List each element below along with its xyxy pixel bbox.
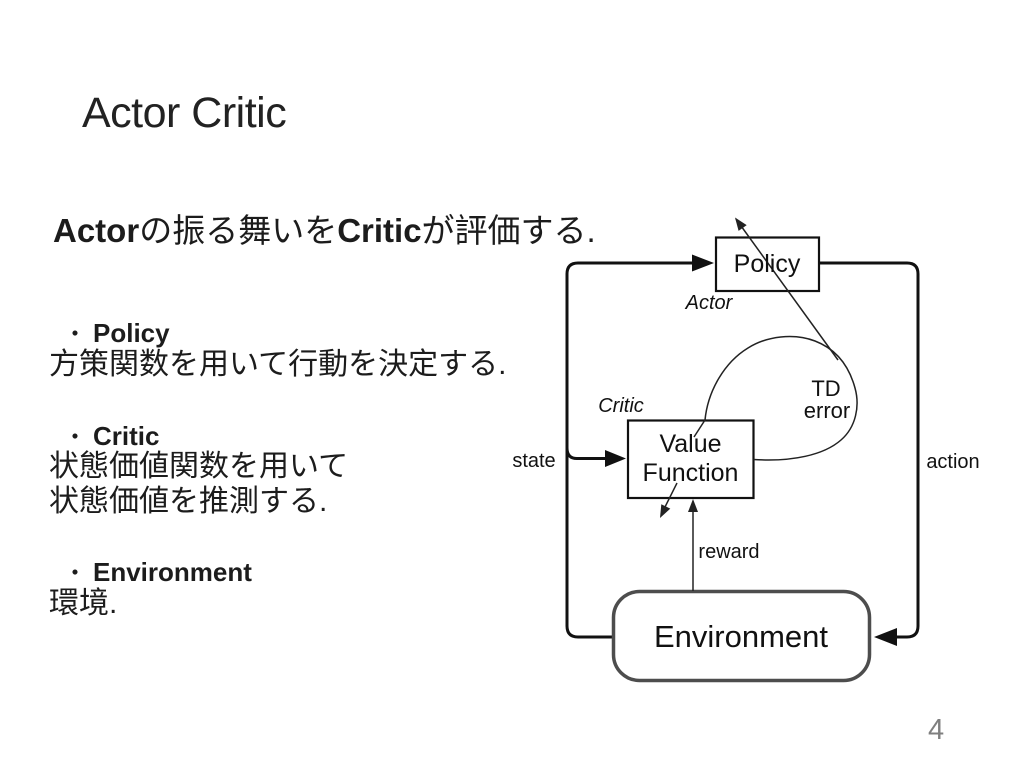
- td-error-label-line2: error: [804, 398, 850, 423]
- td-error-loop: [693, 335, 858, 461]
- arrowhead-td-policy: [735, 217, 747, 231]
- reward-label: reward: [698, 541, 759, 563]
- arrowhead-td-value: [660, 504, 671, 518]
- bullet-marker: ・: [63, 424, 87, 451]
- lead-critic: Critic: [337, 212, 422, 249]
- actor-critic-diagram: Policy Value Function Environment Actor …: [512, 217, 980, 683]
- critic-label: Critic: [598, 395, 644, 417]
- bullet-marker: ・: [63, 321, 87, 348]
- value-function-label-line1: Value: [659, 430, 721, 458]
- bullet-desc-environment: 環境.: [49, 587, 118, 620]
- td-error-label-line1: TD: [811, 376, 840, 401]
- bullet-item-critic: ・ Critic: [63, 422, 159, 451]
- bullet-item-policy: ・ Policy: [63, 319, 170, 348]
- lead-tail: が評価する.: [421, 212, 596, 249]
- arrowhead-into-value-function: [605, 450, 626, 467]
- td-error-to-policy-line: [735, 218, 839, 361]
- bullet-desc-policy: 方策関数を用いて行動を決定する.: [49, 348, 507, 381]
- bullet-item-environment: ・ Environment: [63, 558, 252, 587]
- arrowhead-reward: [688, 499, 698, 512]
- bullet-desc-critic-line2: 状態価値を推測する.: [49, 485, 328, 518]
- value-function-box: [626, 419, 755, 500]
- lead-actor: Actor: [53, 212, 140, 249]
- policy-box-label: Policy: [734, 250, 801, 278]
- environment-box-label: Environment: [654, 619, 828, 654]
- bullet-desc-critic-line1: 状態価値関数を用いて: [49, 450, 349, 483]
- action-label: action: [926, 451, 979, 473]
- policy-box: [714, 236, 821, 293]
- slide-title: Actor Critic: [82, 89, 287, 137]
- page-number: 4: [928, 714, 945, 746]
- arrowhead-into-environment: [874, 628, 897, 646]
- state-label: state: [512, 450, 555, 472]
- lead-text: Actorの振る舞いをCriticが評価する.: [53, 211, 596, 251]
- action-line: [819, 261, 920, 639]
- bullet-label-environment: Environment: [93, 557, 252, 587]
- state-branch-line: [565, 447, 606, 460]
- bullet-desc-critic: 状態価値関数を用いて 状態価値を推測する.: [49, 449, 348, 519]
- bullet-label-critic: Critic: [93, 421, 160, 451]
- bullet-marker: ・: [63, 560, 87, 587]
- arrowhead-into-policy: [692, 254, 714, 272]
- bullet-label-policy: Policy: [93, 318, 170, 348]
- value-function-label-line2: Function: [643, 459, 739, 487]
- actor-label: Actor: [685, 292, 734, 314]
- environment-box: [611, 589, 872, 683]
- lead-middle: の振る舞いを: [139, 212, 338, 249]
